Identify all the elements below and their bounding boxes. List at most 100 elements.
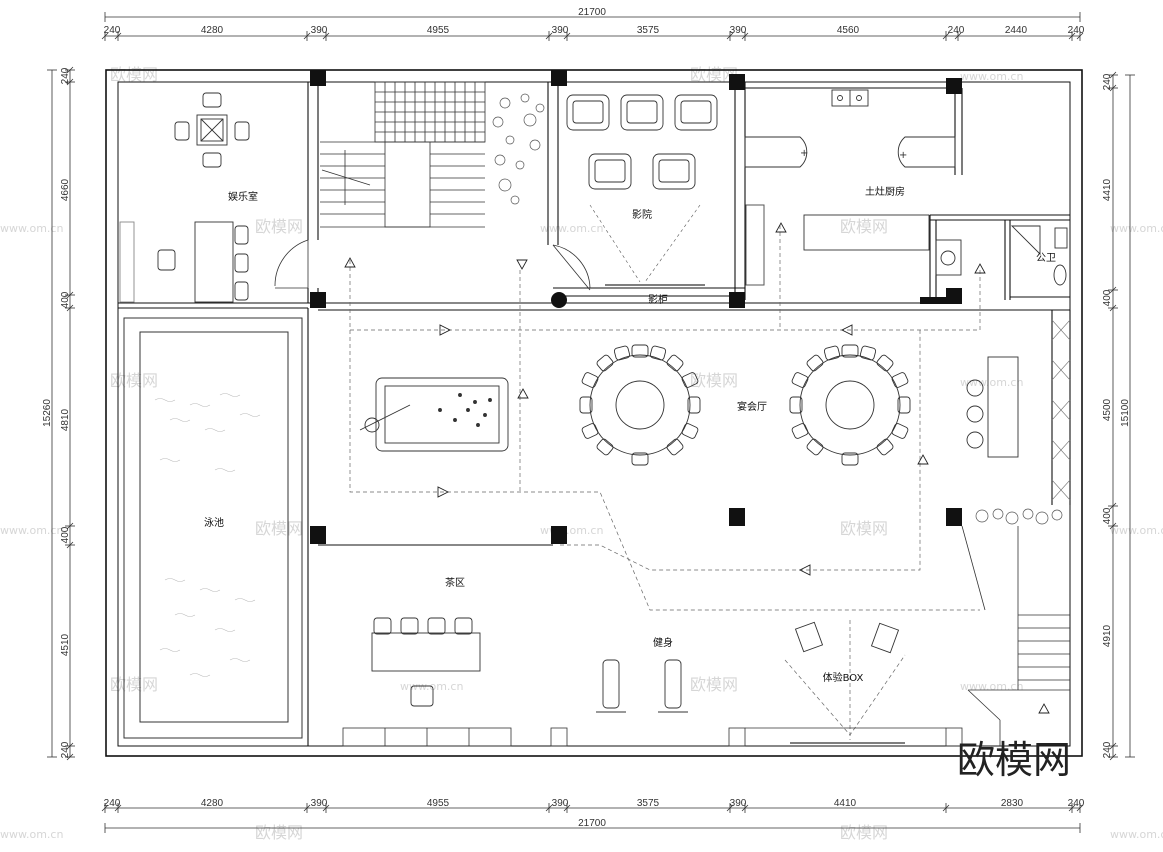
round-table-2	[789, 344, 911, 466]
dimension-tick	[322, 804, 330, 812]
watermark: 欧模网	[255, 823, 303, 842]
dimension-tick	[1109, 753, 1117, 761]
watermark-url: www.om.cn	[960, 376, 1023, 389]
dim-left: 4810	[60, 408, 71, 431]
circulation-path	[349, 225, 981, 740]
watermark: 欧模网	[110, 371, 158, 390]
watermark: 欧模网	[110, 675, 158, 694]
dim-bottom: 4410	[834, 798, 857, 809]
dimension-tick	[1109, 84, 1117, 92]
watermarks: 欧模网 欧模网 www.om.cn 欧模网 www.om.cn 欧模网 www.…	[0, 65, 1163, 842]
dim-right: 4500	[1102, 398, 1113, 421]
direction-arrows	[344, 222, 1050, 714]
door	[274, 239, 309, 289]
dimension-tick	[66, 522, 74, 530]
dim-top: 3575	[637, 25, 660, 36]
dim-right: 400	[1102, 507, 1113, 524]
dimension-tick	[114, 804, 122, 812]
dimension-tick	[545, 32, 553, 40]
staircase	[320, 81, 486, 228]
side-bar	[966, 356, 1019, 458]
decorative-plants	[492, 93, 545, 205]
toilet-fixtures	[935, 225, 1068, 286]
dimension-lines	[47, 12, 1135, 833]
watermark-url: www.om.cn	[540, 524, 603, 537]
dim-top: 2440	[1005, 25, 1028, 36]
dimension-tick	[942, 804, 950, 812]
svg-text:+: +	[800, 148, 808, 159]
dim-right: 4410	[1102, 178, 1113, 201]
dimension-tick	[1109, 522, 1117, 530]
dim-top: 240	[1068, 25, 1085, 36]
dim-bottom: 4280	[201, 798, 224, 809]
watermark-url: www.om.cn	[540, 222, 603, 235]
dim-left: 4510	[60, 633, 71, 656]
dim-right: 4910	[1102, 624, 1113, 647]
room-label-pool: 泳池	[204, 516, 224, 529]
decorative-plants	[975, 508, 1063, 525]
dimension-tick	[66, 742, 74, 750]
column	[729, 74, 745, 90]
cabinet	[745, 204, 765, 286]
label-cinema-bar: 影柜	[648, 293, 668, 306]
watermark-url: www.om.cn	[960, 70, 1023, 83]
dim-bottom: 2830	[1001, 798, 1024, 809]
dimension-tick	[545, 804, 553, 812]
watermark: 欧模网	[840, 823, 888, 842]
dimension-tick	[726, 32, 734, 40]
watermark-url: www.om.cn	[1110, 828, 1163, 841]
dim-left-total: 15260	[42, 399, 53, 427]
dimension-tick	[741, 804, 749, 812]
watermark: 欧模网	[840, 519, 888, 538]
dim-left: 4660	[60, 178, 71, 201]
outer-walls	[105, 69, 1083, 757]
watermark-url: www.om.cn	[0, 524, 63, 537]
column	[310, 70, 326, 86]
tea-table	[371, 617, 481, 707]
dim-right: 240	[1102, 73, 1113, 90]
dim-bottom: 240	[1068, 798, 1085, 809]
dim-bottom: 240	[104, 798, 121, 809]
dim-top: 240	[948, 25, 965, 36]
dimension-tick	[1109, 502, 1117, 510]
room-label-toilet: 公卫	[1036, 253, 1056, 264]
room-label-body-box: 体验BOX	[823, 671, 864, 684]
window-hatch	[1051, 319, 1071, 501]
kitchen-fixtures: + +	[744, 89, 956, 251]
dim-top: 4560	[837, 25, 860, 36]
dimension-tick	[726, 804, 734, 812]
dim-top: 4955	[427, 25, 450, 36]
dimension-tick	[66, 304, 74, 312]
body-box-chairs	[794, 621, 900, 654]
dim-right-total: 15100	[1120, 399, 1131, 427]
dim-top: 390	[311, 25, 328, 36]
dimension-tick	[303, 32, 311, 40]
dimension-tick	[954, 32, 962, 40]
watermark-url: www.om.cn	[1110, 222, 1163, 235]
dim-right: 400	[1102, 289, 1113, 306]
watermark: 欧模网	[255, 519, 303, 538]
brand-logo-text: 欧模网	[957, 738, 1071, 782]
column	[551, 292, 567, 308]
dimension-tick	[1068, 804, 1076, 812]
dimension-tick	[942, 32, 950, 40]
dimension-tick	[563, 32, 571, 40]
bar-counter	[119, 221, 249, 303]
dimension-tick	[1109, 742, 1117, 750]
projector-beam	[589, 204, 701, 283]
dim-top: 390	[552, 25, 569, 36]
watermark: 欧模网	[690, 675, 738, 694]
dimension-tick	[1109, 286, 1117, 294]
pool	[123, 317, 303, 739]
dim-right: 240	[1102, 741, 1113, 758]
dim-left: 400	[60, 526, 71, 543]
dimension-tick	[101, 804, 109, 812]
dim-bottom: 390	[730, 798, 747, 809]
dimension-tick	[322, 32, 330, 40]
dimension-tick	[1076, 804, 1084, 812]
column	[946, 78, 962, 94]
room-label-tea: 茶区	[445, 576, 465, 589]
cinema-seats	[566, 94, 718, 190]
mahjong-table	[174, 92, 250, 168]
